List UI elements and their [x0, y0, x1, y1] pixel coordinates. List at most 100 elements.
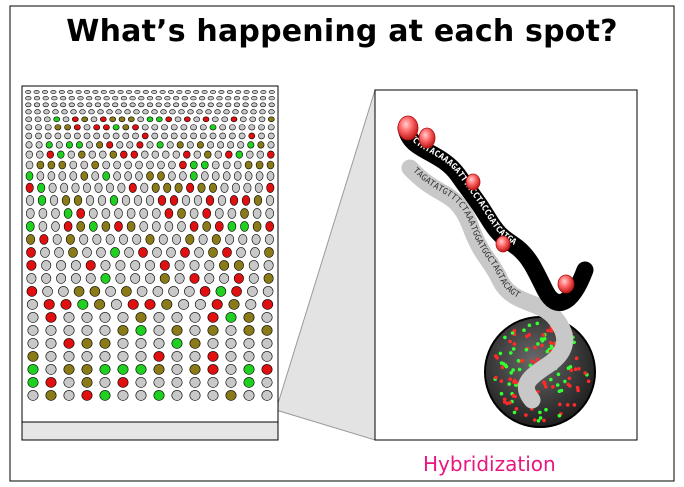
dye-molecule — [568, 377, 572, 381]
array-spot — [252, 96, 258, 100]
array-spot — [89, 151, 96, 158]
array-spot — [227, 142, 233, 149]
array-spot — [27, 247, 36, 257]
array-spot — [169, 286, 179, 296]
array-spot — [160, 90, 165, 93]
array-spot — [46, 364, 56, 374]
dye-molecule — [541, 339, 545, 343]
dye-molecule — [525, 348, 529, 352]
array-spot — [146, 195, 154, 205]
dye-molecule — [494, 354, 498, 358]
dye-molecule — [568, 384, 572, 388]
array-spot — [194, 90, 199, 93]
array-spot — [102, 221, 110, 231]
dye-molecule — [533, 346, 537, 350]
array-spot — [51, 90, 56, 93]
array-spot — [173, 96, 179, 100]
array-spot — [64, 390, 74, 400]
array-spot — [204, 151, 211, 158]
array-spot — [104, 103, 110, 107]
array-spot — [78, 103, 84, 107]
array-spot — [91, 117, 97, 122]
dye-molecule — [511, 331, 515, 335]
dye-molecule — [504, 363, 508, 367]
array-spot — [136, 364, 146, 374]
array-spot — [252, 103, 258, 107]
array-spot — [154, 364, 164, 374]
array-spot — [40, 234, 48, 244]
array-spot — [269, 96, 275, 100]
array-spot — [154, 390, 164, 400]
array-spot — [110, 90, 115, 93]
array-spot — [133, 234, 141, 244]
array-spot — [64, 221, 72, 231]
array-spot — [229, 133, 235, 139]
array-spot — [190, 325, 200, 335]
array-spot — [170, 110, 176, 114]
array-spot — [188, 110, 194, 114]
array-spot — [226, 390, 236, 400]
array-spot — [146, 234, 154, 244]
array-spot — [249, 125, 255, 131]
array-spot — [199, 103, 205, 107]
array-spot — [107, 110, 113, 114]
array-spot — [186, 234, 194, 244]
array-spot — [55, 125, 61, 131]
dye-molecule — [525, 335, 529, 339]
array-spot — [178, 221, 186, 231]
array-spot — [28, 312, 38, 322]
array-spot — [267, 183, 274, 193]
array-spot — [98, 195, 106, 205]
array-spot — [226, 338, 236, 348]
array-spot — [77, 208, 85, 218]
array-spot — [172, 234, 180, 244]
array-spot — [121, 103, 127, 107]
array-spot — [47, 151, 54, 158]
array-spot — [266, 208, 274, 218]
dye-molecule — [542, 419, 546, 423]
array-spot — [254, 195, 262, 205]
array-spot — [225, 234, 233, 244]
array-spot — [197, 142, 203, 149]
array-spot — [27, 260, 36, 270]
array-spot — [210, 133, 216, 139]
array-spot — [43, 96, 49, 100]
array-spot — [118, 312, 128, 322]
array-spot — [190, 312, 200, 322]
array-spot — [200, 125, 206, 131]
array-spot — [190, 390, 200, 400]
array-spot — [132, 133, 138, 139]
array-spot — [64, 377, 74, 387]
array-spot — [100, 312, 110, 322]
array-spot — [249, 133, 255, 139]
array-spot — [61, 299, 71, 309]
array-spot — [243, 103, 249, 107]
dye-molecule — [518, 368, 522, 372]
array-spot — [257, 151, 264, 158]
array-spot — [170, 195, 178, 205]
array-spot — [83, 183, 90, 193]
array-spot — [35, 110, 41, 114]
array-spot — [182, 195, 190, 205]
array-spot — [165, 208, 173, 218]
array-spot — [234, 103, 240, 107]
dye-molecule — [576, 386, 580, 390]
array-spot — [216, 286, 226, 296]
array-spot — [268, 117, 274, 122]
array-spot — [52, 208, 60, 218]
array-spot — [217, 142, 223, 149]
array-spot — [132, 125, 138, 131]
dye-molecule — [540, 344, 544, 348]
array-spot — [130, 103, 136, 107]
array-spot — [26, 195, 34, 205]
array-spot — [66, 142, 72, 149]
array-spot — [259, 117, 265, 122]
array-spot — [162, 299, 172, 309]
dye-molecule — [524, 413, 528, 417]
dye-molecule — [560, 389, 564, 393]
array-spot — [136, 161, 143, 169]
array-spot — [140, 221, 148, 231]
dye-molecule — [558, 414, 562, 418]
array-spot — [208, 96, 214, 100]
array-spot — [152, 110, 158, 114]
